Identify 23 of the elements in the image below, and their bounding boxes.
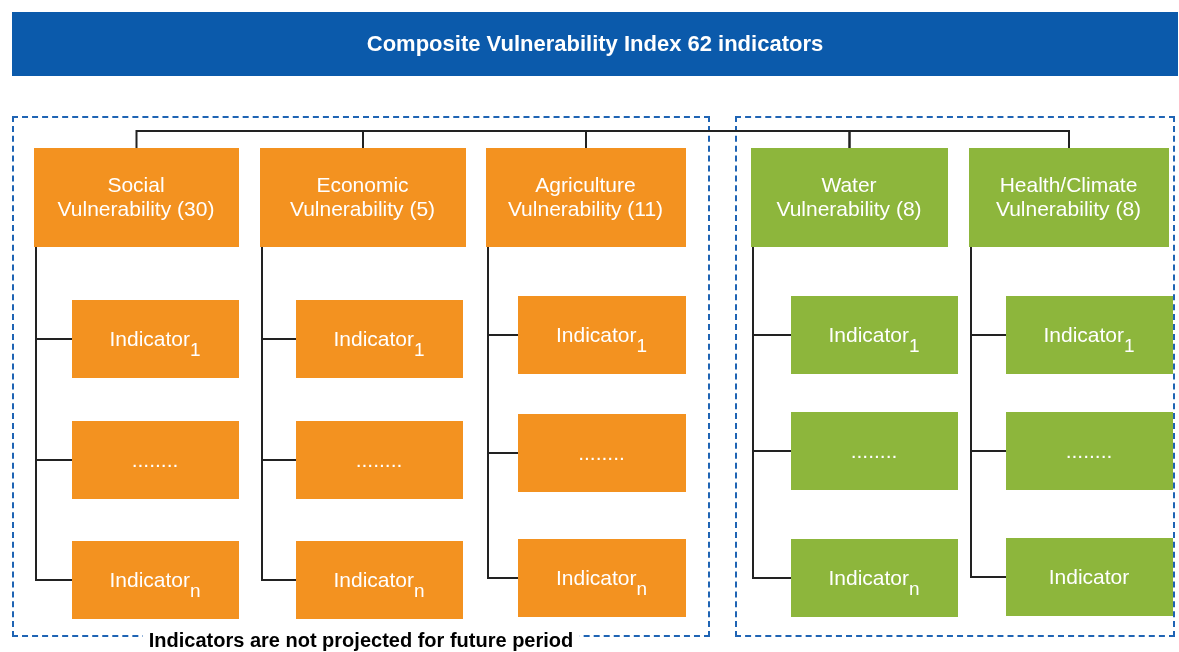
category-box: Economic Vulnerability (5) <box>259 147 466 247</box>
category-box: Social Vulnerability (30) <box>33 147 239 247</box>
connector-line <box>487 246 519 579</box>
connector-line <box>752 246 792 579</box>
indicator-box: ........ <box>1005 411 1173 490</box>
connector-line <box>135 130 364 149</box>
connector-line <box>362 130 587 149</box>
category-box: Agriculture Vulnerability (11) <box>485 147 686 247</box>
category-box: Health/Climate Vulnerability (8) <box>968 147 1169 247</box>
title-banner: Composite Vulnerability Index 62 indicators <box>12 12 1178 76</box>
indicator-box: Indicator <box>1005 537 1173 616</box>
connector-line <box>970 246 1007 578</box>
dashed-group-frame <box>735 116 1175 637</box>
indicator-box: ........ <box>71 420 239 499</box>
connector-line <box>585 130 851 149</box>
indicator-box: ........ <box>790 411 958 490</box>
connector-line <box>848 130 1070 149</box>
indicator-box: ........ <box>295 420 463 499</box>
category-box: Water Vulnerability (8) <box>750 147 948 247</box>
indicator-box: ........ <box>517 413 686 492</box>
group-note: Indicators are not projected for future period <box>142 629 580 651</box>
connector-line <box>261 246 297 581</box>
connector-line <box>35 246 73 581</box>
